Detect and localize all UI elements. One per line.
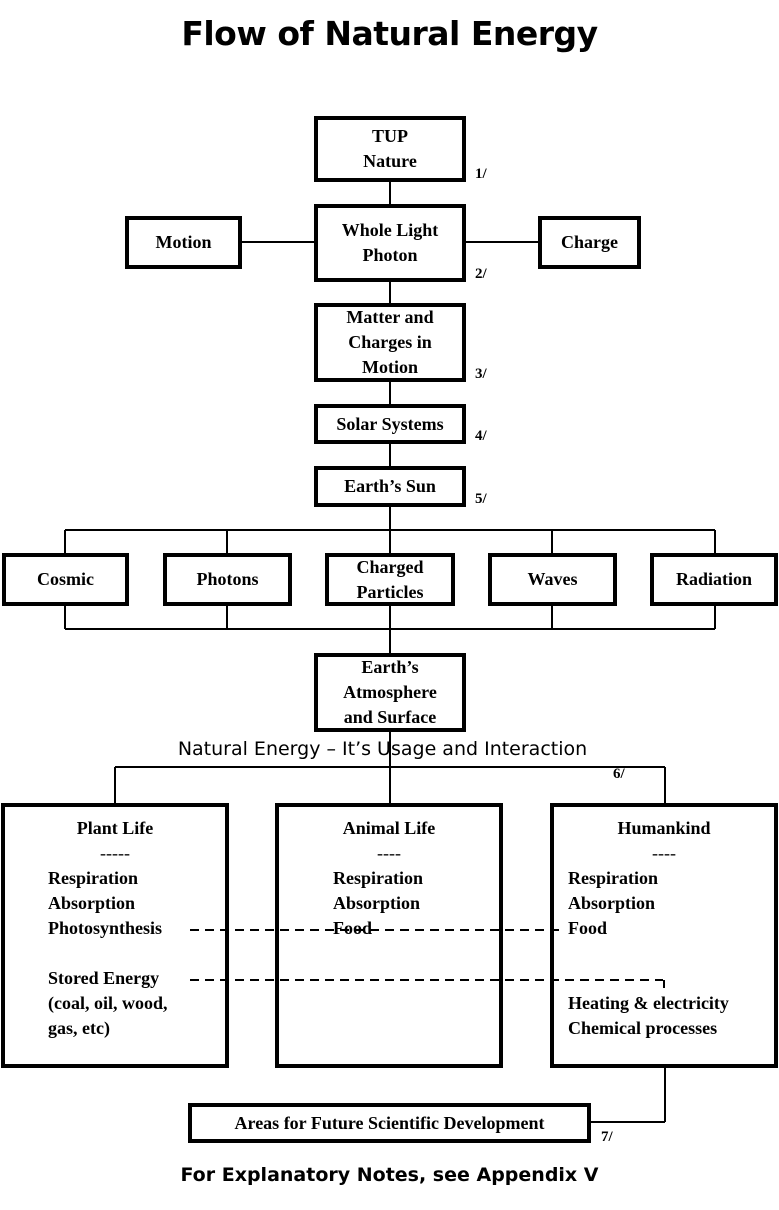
node-charged-particles: Charged Particles xyxy=(325,553,455,606)
diagram-title: Flow of Natural Energy xyxy=(181,14,598,53)
node-charge: Charge xyxy=(538,216,641,269)
node-cosmic: Cosmic xyxy=(2,553,129,606)
plant-life-box: Plant Life ----- Respiration Absorption … xyxy=(1,803,229,1068)
footnote-marker: 6/ xyxy=(613,766,625,782)
humankind-separator: ---- xyxy=(652,843,676,863)
footnote-marker: 2/ xyxy=(475,266,487,282)
footnote-marker: 7/ xyxy=(601,1129,613,1145)
plant-item: Photosynthesis xyxy=(48,918,163,938)
node-tup-nature: TUP Nature xyxy=(314,116,466,182)
animal-item: Food xyxy=(333,918,373,938)
appendix-note: For Explanatory Notes, see Appendix V xyxy=(180,1164,599,1186)
plant-item: Stored Energy xyxy=(48,968,160,988)
animal-item: Absorption xyxy=(333,893,421,913)
footnote-marker: 4/ xyxy=(475,428,487,444)
node-matter-charges-motion: Matter and Charges in Motion xyxy=(314,303,466,382)
plant-item: gas, etc) xyxy=(48,1018,110,1038)
node-motion: Motion xyxy=(125,216,242,269)
human-item: Heating & electricity xyxy=(568,993,729,1013)
section-subtitle: Natural Energy – It’s Usage and Interact… xyxy=(177,738,588,760)
animal-life-separator: ---- xyxy=(377,843,401,863)
node-earth-atmosphere-surface: Earth’s Atmosphere and Surface xyxy=(314,653,466,732)
animal-life-box: Animal Life ---- Respiration Absorption … xyxy=(275,803,503,1068)
footnote-marker: 3/ xyxy=(475,366,487,382)
node-whole-light-photon: Whole Light Photon xyxy=(314,204,466,282)
footnote-marker: 1/ xyxy=(475,166,487,182)
human-item: Respiration xyxy=(568,868,658,888)
humankind-box: Humankind ---- Respiration Absorption Fo… xyxy=(550,803,778,1068)
plant-life-separator: ----- xyxy=(100,843,130,863)
animal-life-header: Animal Life xyxy=(342,818,436,838)
human-item: Food xyxy=(568,918,608,938)
node-future-scientific-development: Areas for Future Scientific Development xyxy=(188,1103,591,1143)
node-radiation: Radiation xyxy=(650,553,778,606)
human-item: Absorption xyxy=(568,893,656,913)
human-item: Chemical processes xyxy=(568,1018,718,1038)
humankind-header: Humankind xyxy=(617,818,711,838)
node-earths-sun: Earth’s Sun xyxy=(314,466,466,507)
plant-item: (coal, oil, wood, xyxy=(48,993,168,1013)
node-waves: Waves xyxy=(488,553,617,606)
node-photons: Photons xyxy=(163,553,292,606)
plant-item: Absorption xyxy=(48,893,136,913)
footnote-marker: 5/ xyxy=(475,491,487,507)
node-solar-systems: Solar Systems xyxy=(314,404,466,444)
plant-item: Respiration xyxy=(48,868,138,888)
plant-life-header: Plant Life xyxy=(76,818,154,838)
animal-item: Respiration xyxy=(333,868,423,888)
